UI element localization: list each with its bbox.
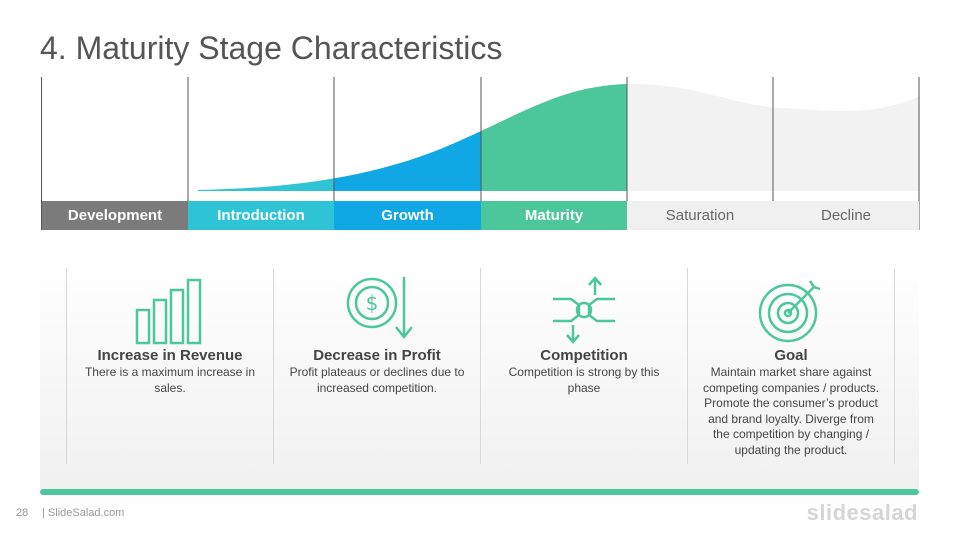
card-title: Goal [774,347,808,364]
stage-label: Introduction [217,207,305,224]
maturity-curve-area [481,84,627,191]
brand-logo: slidesalad [806,500,918,525]
stage-label: Development [67,207,163,224]
card-description: Competition is strong by this phase [508,365,660,395]
card-title: Decrease in Profit [313,347,441,364]
growth-curve-area [334,131,481,191]
card-description: Maintain market share against competing … [702,365,880,457]
stage-decline: Decline [773,201,919,230]
card-title: Increase in Revenue [97,347,243,364]
dollar-down-icon: $ [346,277,412,340]
card-competition: Competition Competition is strong by thi… [481,275,687,396]
stage-saturation: Saturation [627,201,773,230]
card-title: Competition [540,347,628,364]
stage-label: Decline [820,207,872,224]
card-divider [687,268,688,464]
card-description: Profit plateaus or declines due to incre… [289,365,465,395]
svg-text:$: $ [366,291,379,315]
card-decrease-profit: $ Decrease in Profit Profit plateaus or … [274,275,480,396]
card-divider [66,268,67,464]
characteristics-panel [40,258,919,490]
stage-introduction: Introduction [188,201,334,230]
card-divider [273,268,274,464]
stage-label: Growth [381,207,434,224]
target-icon [758,280,821,343]
competition-fists-icon [553,276,615,344]
card-divider [480,268,481,464]
page-title: 4. Maturity Stage Characteristics [40,30,503,66]
stage-label: Maturity [524,207,584,224]
stage-development: Development [42,201,188,230]
card-increase-revenue: Increase in Revenue There is a maximum i… [67,275,273,396]
footer-source: | SlideSalad.com [42,507,125,519]
panel-accent-bar [40,489,919,495]
bar-chart-icon [135,278,202,345]
page-number: 28 [16,507,29,519]
card-divider [894,268,895,464]
card-goal: Goal Maintain market share against compe… [688,275,894,458]
stage-growth: Growth [334,201,481,230]
introduction-curve-area [198,178,334,191]
stage-maturity: Maturity [481,201,627,230]
stage-label: Saturation [665,207,735,224]
card-description: There is a maximum increase in sales. [84,365,256,395]
